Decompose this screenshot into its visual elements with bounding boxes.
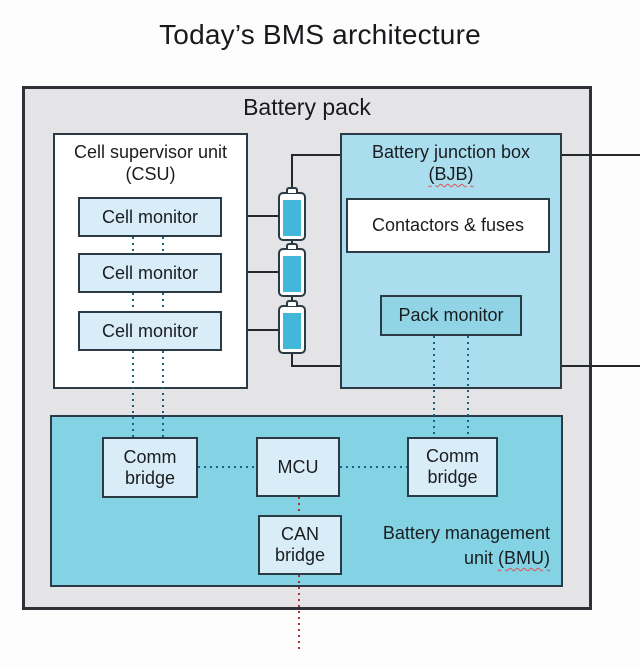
bjb-acronym: (BJB): [428, 164, 474, 184]
dotted-link-csu-commbridge-b: [162, 351, 164, 437]
wire-monitor1-cell1: [222, 215, 282, 217]
csu-acronym: (CSU): [125, 164, 176, 184]
bjb-title-text: Battery junction box: [371, 142, 531, 162]
bmu-label: Battery management unit (BMU): [330, 521, 550, 571]
dotted-link-mcu-commright: [340, 466, 407, 468]
dotted-link-cm1-cm2-a: [132, 237, 134, 253]
cell-monitor-1-label: Cell monitor: [101, 206, 199, 227]
dotted-link-cm2-cm3-a: [132, 293, 134, 311]
dotted-link-packmonitor-commbridge-a: [433, 336, 435, 438]
bjb-box: Battery junction box (BJB): [340, 133, 562, 389]
mcu-box: MCU: [256, 437, 340, 497]
pack-monitor-box: Pack monitor: [380, 295, 522, 336]
dotted-link-packmonitor-commbridge-b: [467, 336, 469, 438]
battery-cell-icon: [278, 300, 306, 354]
dotted-link-csu-commbridge-a: [132, 351, 134, 437]
dotted-link-commleft-mcu: [198, 466, 256, 468]
bmu-acronym: (BMU): [498, 548, 550, 568]
battery-charge-fill: [283, 200, 301, 236]
contactors-fuses-box: Contactors & fuses: [346, 198, 550, 253]
csu-title-text: Cell supervisor unit: [73, 142, 228, 162]
page-title: Today’s BMS architecture: [159, 19, 481, 50]
pack-monitor-label: Pack monitor: [398, 305, 504, 325]
bmu-label-line1: Battery management: [382, 523, 550, 543]
wire-monitor3-cell3: [222, 329, 282, 331]
bmu-label-line2: unit: [463, 548, 498, 568]
wire-monitor2-cell2: [222, 271, 282, 273]
dotted-link-cm2-cm3-b: [162, 293, 164, 311]
battery-charge-fill: [283, 256, 301, 292]
contactors-fuses-label: Contactors & fuses: [371, 215, 525, 235]
battery-cell-icon: [278, 243, 306, 297]
dotted-link-cm1-cm2-b: [162, 237, 164, 253]
cell-monitor-3-label: Cell monitor: [101, 320, 199, 341]
cell-monitor-2-label: Cell monitor: [101, 262, 199, 283]
battery-cell-icon: [278, 187, 306, 241]
cell-monitor-2: Cell monitor: [78, 253, 222, 293]
battery-charge-fill: [283, 313, 301, 349]
battery-pack-label: Battery pack: [243, 94, 371, 120]
bjb-title: Battery junction box (BJB): [342, 141, 560, 185]
cell-monitor-3: Cell monitor: [78, 311, 222, 351]
dotted-link-mcu-canbridge: [298, 497, 300, 515]
cell-monitor-1: Cell monitor: [78, 197, 222, 237]
dotted-link-canbridge-external: [298, 575, 300, 652]
csu-title: Cell supervisor unit (CSU): [55, 141, 246, 185]
mcu-label: MCU: [277, 456, 319, 477]
